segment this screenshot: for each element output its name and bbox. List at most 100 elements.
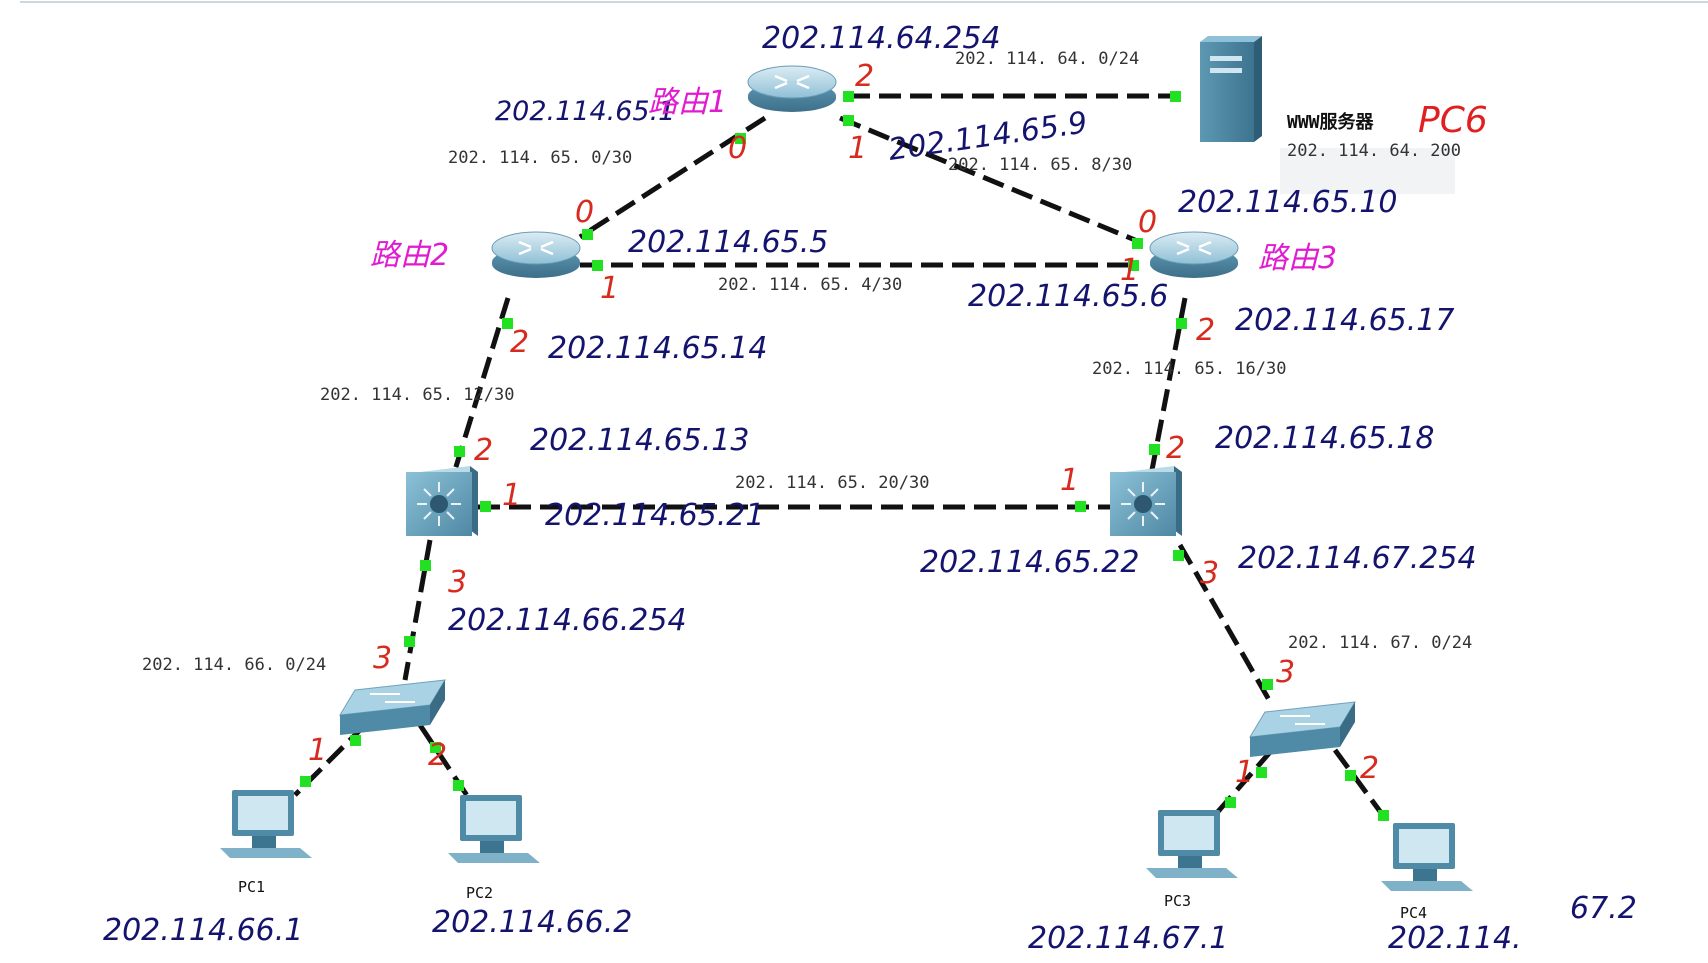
s1-ip-top: 202.114.65.13 xyxy=(530,423,749,458)
r3-ip-left: 202.114.65.6 xyxy=(968,279,1168,314)
port-dot xyxy=(735,133,746,144)
router-2-name: 路由2 xyxy=(370,238,449,273)
network-66-0: 202. 114. 66. 0/24 xyxy=(142,655,326,675)
r3-ip-bottom: 202.114.65.17 xyxy=(1235,303,1454,338)
port-number-s1_r2: 2 xyxy=(474,433,493,468)
port-dot xyxy=(453,780,464,791)
port-dot xyxy=(1345,770,1356,781)
port-number-s1_sw1: 3 xyxy=(448,565,467,600)
server-name-label: WWW服务器 xyxy=(1287,111,1375,133)
port-number-sw2_s2: 3 xyxy=(1276,655,1295,690)
server-label-bg xyxy=(1280,148,1455,194)
port-number-r3_r2: 1 xyxy=(1120,253,1139,288)
multilayer-switch-1-icon[interactable] xyxy=(406,466,478,536)
network-65-4: 202. 114. 65. 4/30 xyxy=(718,275,902,295)
multilayer-switch-2-icon[interactable] xyxy=(1110,466,1182,536)
router-1-icon[interactable] xyxy=(747,65,837,112)
port-dot xyxy=(1225,797,1236,808)
network-67-0: 202. 114. 67. 0/24 xyxy=(1288,633,1472,653)
link-sw2-pc3 xyxy=(1213,748,1274,817)
port-dot xyxy=(582,229,593,240)
link-r1-r2 xyxy=(578,115,767,240)
port-number-r1_r3: 1 xyxy=(848,131,867,166)
network-labels: 202. 114. 64. 0/24 202. 114. 65. 0/30 20… xyxy=(142,49,1472,675)
switch-1-icon[interactable] xyxy=(339,679,446,735)
network-65-8: 202. 114. 65. 8/30 xyxy=(948,155,1132,175)
network-65-12: 202. 114. 65. 12/30 xyxy=(320,385,514,405)
s1-ip-bottom: 202.114.66.254 xyxy=(448,603,687,638)
server-pc6-label: PC6 xyxy=(1418,100,1488,141)
port-number-r3_r1: 0 xyxy=(1138,205,1157,240)
port-number-s2_r3: 2 xyxy=(1166,431,1185,466)
port-dot xyxy=(1170,91,1181,102)
pc4-label: PC4 xyxy=(1400,904,1427,922)
port-dot xyxy=(1132,238,1143,249)
port-dot xyxy=(420,560,431,571)
port-number-sw1_pc1: 1 xyxy=(308,733,327,768)
port-number-s1_s2: 1 xyxy=(502,478,521,513)
r2-ip-bottom: 202.114.65.14 xyxy=(548,331,767,366)
s2-ip-top: 202.114.65.18 xyxy=(1215,421,1434,456)
pc4-ip-a: 202.114. xyxy=(1388,921,1522,956)
port-number-annotations: 2 0 1 0 1 2 0 1 2 2 1 3 2 1 3 3 1 2 3 1 … xyxy=(308,59,1379,790)
r3-ip-top: 202.114.65.10 xyxy=(1178,185,1397,220)
pc1-icon[interactable] xyxy=(220,790,312,858)
port-number-s2_s1: 1 xyxy=(1060,463,1079,498)
port-number-s2_sw2: 3 xyxy=(1200,556,1219,591)
pc4-ip-b: 67.2 xyxy=(1570,891,1637,926)
pc2-label: PC2 xyxy=(466,884,493,902)
s2-ip-bottom: 202.114.67.254 xyxy=(1238,541,1477,576)
router-3-icon[interactable] xyxy=(1149,231,1239,278)
port-dot xyxy=(404,636,415,647)
port-dot xyxy=(1075,501,1086,512)
server-ip-label: 202. 114. 64. 200 xyxy=(1287,141,1461,161)
router-3-name: 路由3 xyxy=(1258,241,1337,276)
port-dot xyxy=(843,91,854,102)
handwritten-ip-annotations: 202.114.64.254 202.114.65.1 202.114.65.9… xyxy=(103,21,1637,956)
port-number-r1_r2: 0 xyxy=(728,131,747,166)
server-icon[interactable] xyxy=(1200,36,1262,142)
r2-ip-right: 202.114.65.5 xyxy=(628,225,828,260)
port-dot xyxy=(1173,550,1184,561)
port-dot xyxy=(1176,318,1187,329)
s2-ip-left: 202.114.65.22 xyxy=(920,545,1139,580)
port-number-r2_r1: 0 xyxy=(575,195,594,230)
pc3-icon[interactable] xyxy=(1146,810,1238,878)
port-dot xyxy=(300,776,311,787)
s1-ip-right: 202.114.65.21 xyxy=(545,498,764,533)
pc1-ip: 202.114.66.1 xyxy=(103,913,303,948)
port-dot xyxy=(1378,810,1389,821)
port-number-sw1_pc2: 2 xyxy=(428,738,447,773)
port-dot xyxy=(454,446,465,457)
port-number-r2_s1: 2 xyxy=(510,325,529,360)
link-s1-sw1 xyxy=(402,539,433,681)
link-r3-s2 xyxy=(1149,297,1188,471)
r1-ip-left: 202.114.65.1 xyxy=(495,96,675,127)
link-r1-r3 xyxy=(839,115,1136,243)
pc2-icon[interactable] xyxy=(448,795,540,863)
port-dots xyxy=(300,91,1389,821)
port-dot xyxy=(1128,260,1139,271)
pc3-label: PC3 xyxy=(1164,892,1191,910)
pc2-ip: 202.114.66.2 xyxy=(432,905,632,940)
port-dot xyxy=(1262,679,1273,690)
port-number-r2_r3: 1 xyxy=(600,271,619,306)
router-2-icon[interactable] xyxy=(491,231,581,278)
router-1-name: 路由1 xyxy=(648,85,727,120)
network-65-20: 202. 114. 65. 20/30 xyxy=(735,473,929,493)
port-dot xyxy=(843,115,854,126)
port-dot xyxy=(480,501,491,512)
port-dot xyxy=(592,260,603,271)
pc4-icon[interactable] xyxy=(1381,823,1473,891)
port-number-sw1_s1: 3 xyxy=(373,641,392,676)
port-dot xyxy=(502,318,513,329)
port-number-r1_server: 2 xyxy=(855,59,874,94)
network-65-16: 202. 114. 65. 16/30 xyxy=(1092,359,1286,379)
switch-2-icon[interactable] xyxy=(1249,701,1356,757)
r1-ip-top: 202.114.64.254 xyxy=(762,21,1001,56)
port-dot xyxy=(350,735,361,746)
pc3-ip: 202.114.67.1 xyxy=(1028,921,1228,956)
port-number-r3_s2: 2 xyxy=(1196,313,1215,348)
port-dot xyxy=(1256,767,1267,778)
